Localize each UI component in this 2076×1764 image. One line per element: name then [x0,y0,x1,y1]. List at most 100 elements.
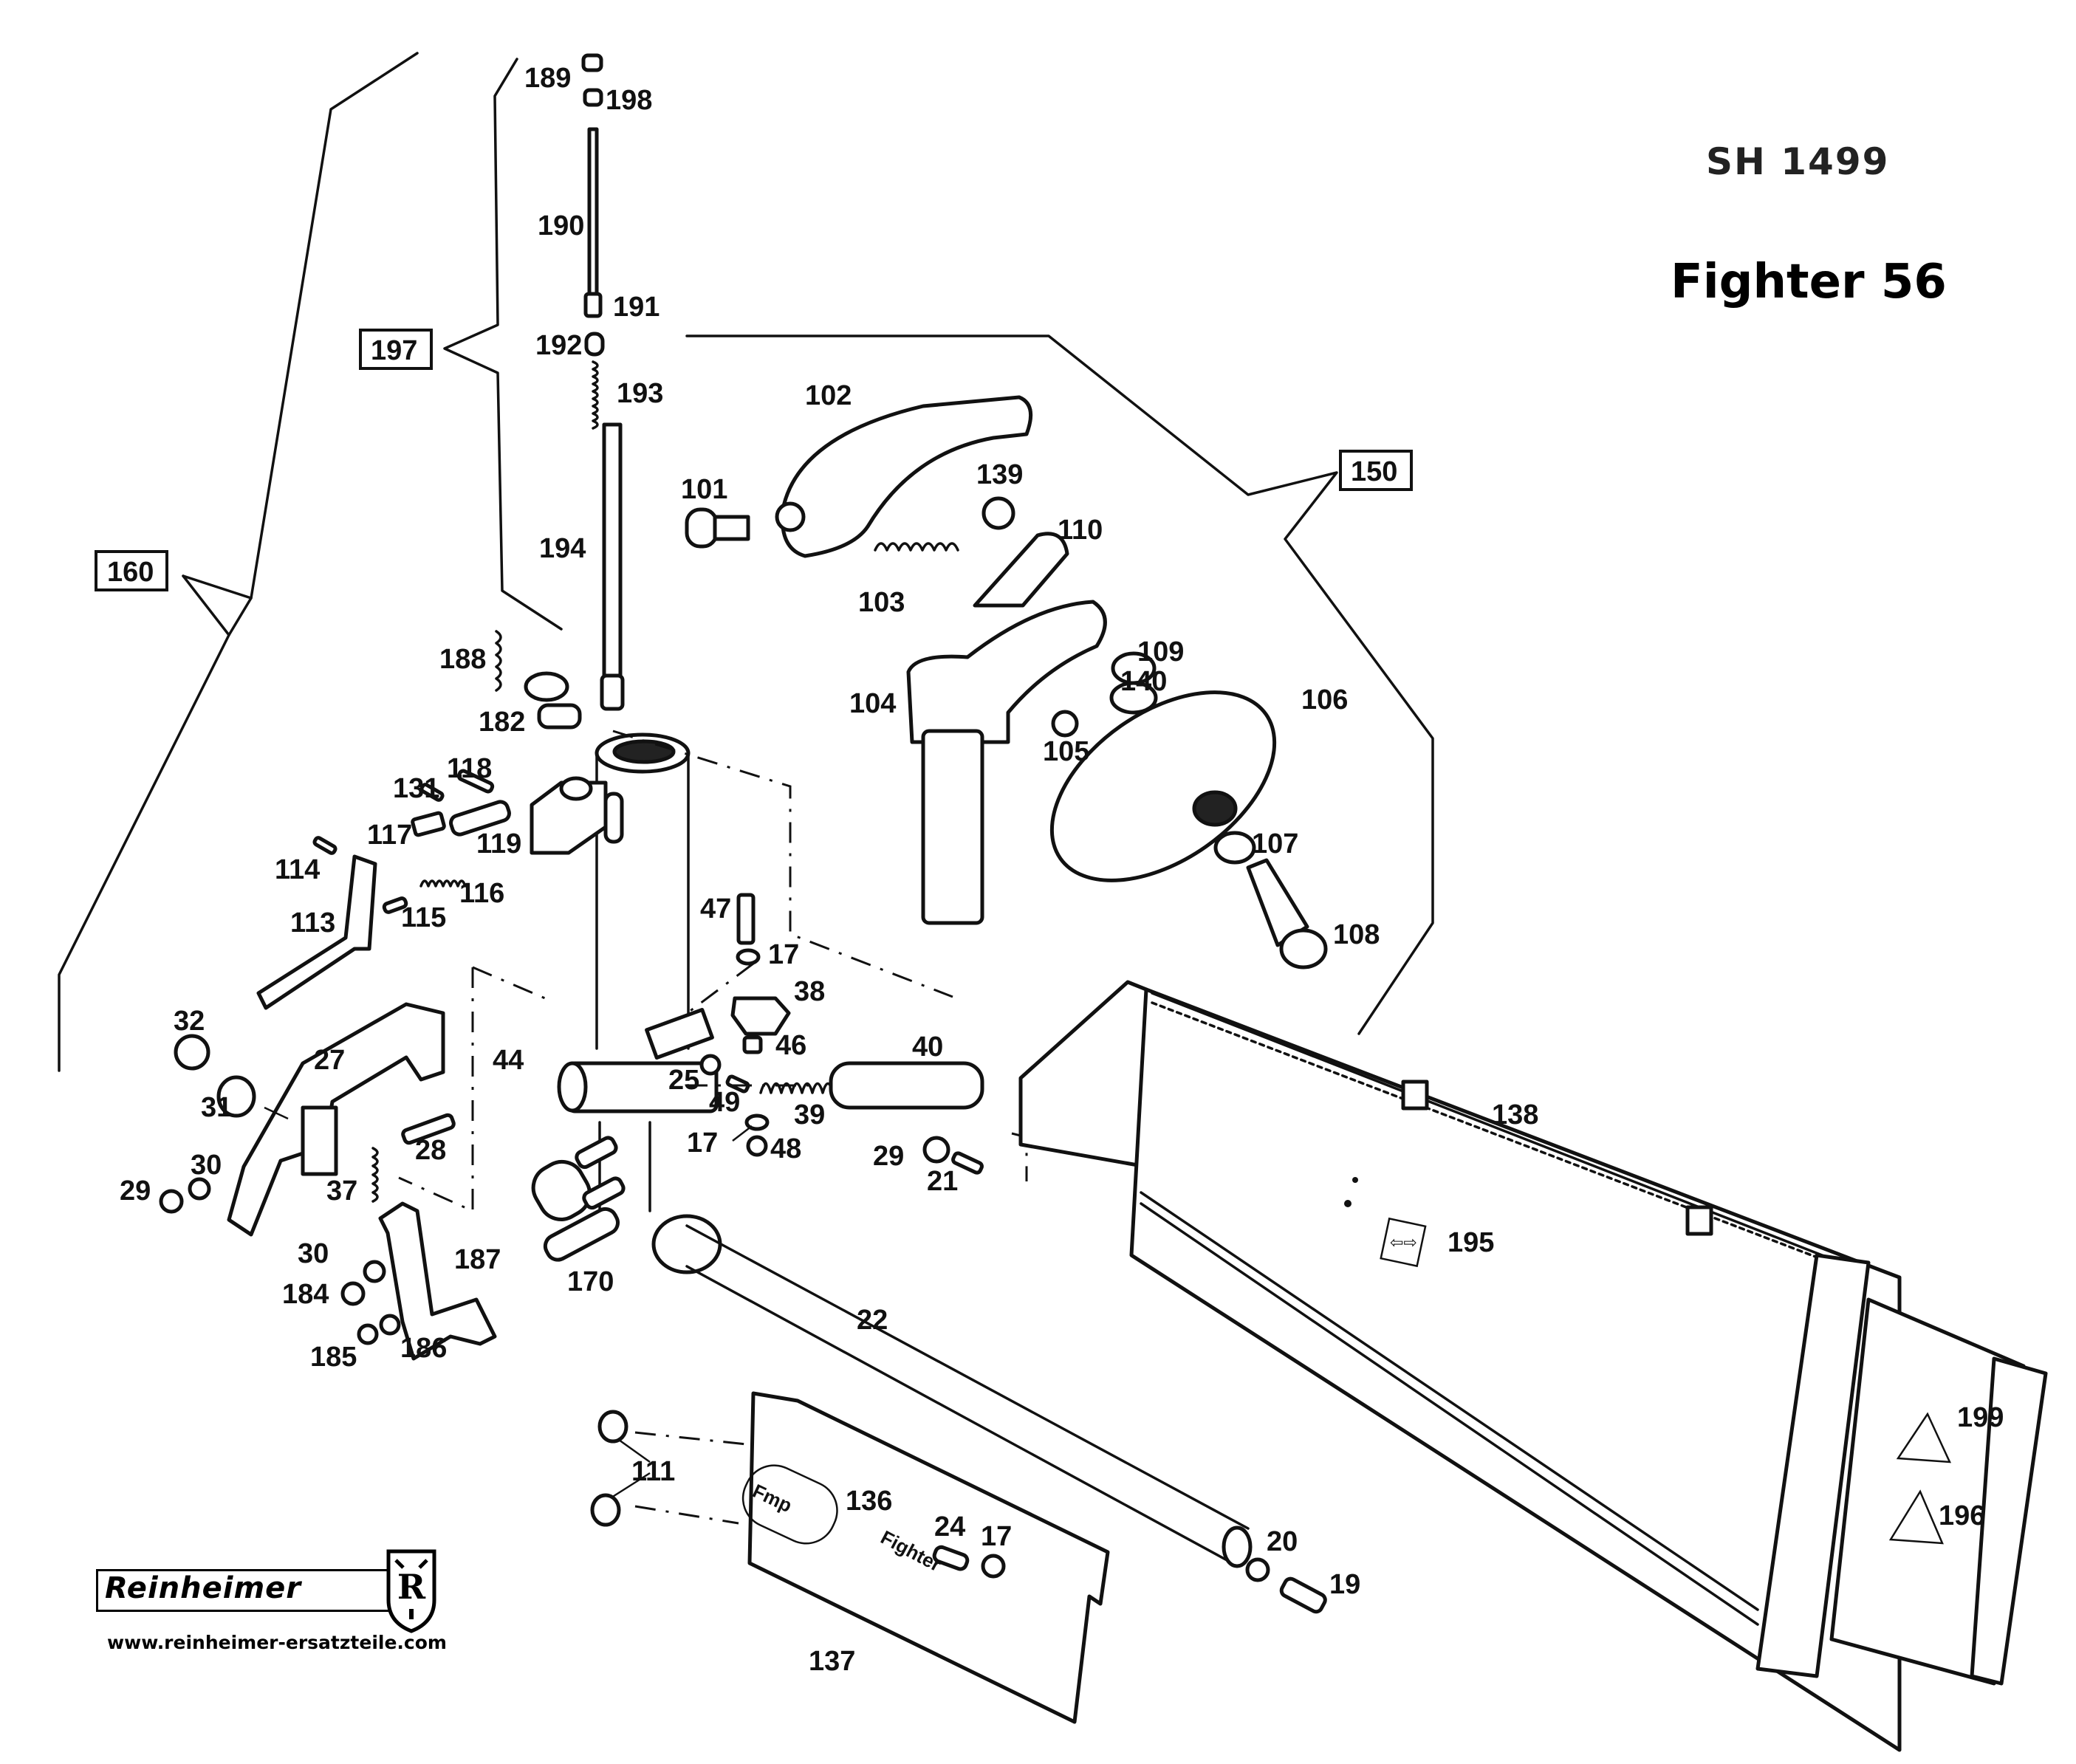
part-label[interactable]: 187 [454,1244,501,1275]
part-label[interactable]: 24 [934,1511,965,1542]
decal-195 [1380,1217,1427,1268]
part-label[interactable]: 195 [1448,1227,1494,1258]
part-label[interactable]: 27 [314,1045,345,1076]
part-label[interactable]: 194 [539,533,586,564]
washer-17c [981,1554,1006,1579]
part-label[interactable]: 198 [606,85,652,116]
part-label[interactable]: 46 [775,1030,806,1061]
part-label[interactable]: 119 [476,828,521,859]
bracket-187-group [340,1201,497,1361]
part-label[interactable]: 39 [794,1099,825,1130]
bushing-140 [1109,681,1158,715]
logo-company-name: Reinheimer [105,1571,301,1605]
part-label[interactable]: 192 [535,330,582,361]
part-label[interactable]: 101 [681,474,727,505]
part-label[interactable]: 139 [976,459,1023,490]
part-label[interactable]: 40 [912,1032,943,1063]
part-label[interactable]: 191 [613,292,660,323]
pin-115 [382,896,408,914]
arm-27-group [159,1002,456,1237]
screw-21 [951,1151,984,1175]
part-label[interactable]: 37 [326,1176,357,1207]
part-label[interactable]: 30 [298,1238,329,1269]
part-label[interactable]: 118 [447,753,492,784]
model-title: Fighter 56 [1671,255,1947,309]
part-label[interactable]: 199 [1957,1402,2004,1433]
svg-text:160: 160 [107,557,154,588]
spring-188 [495,630,502,692]
part-label[interactable]: 32 [174,1006,205,1037]
website-link[interactable]: www.reinheimer-ersatzteile.com [107,1632,447,1653]
part-label[interactable]: 109 [1137,636,1184,667]
part-label[interactable]: 29 [873,1141,904,1172]
part-label[interactable]: 21 [927,1166,958,1197]
part-label[interactable]: 116 [459,878,504,909]
part-label[interactable]: 182 [479,707,525,738]
part-label[interactable]: 17 [687,1128,718,1159]
part-label[interactable]: 137 [809,1646,855,1677]
part-label[interactable]: 196 [1939,1500,1985,1531]
frame-left-plate [1018,980,1148,1169]
group-label-197[interactable]: 197 [359,329,433,370]
cap-nut-189 [581,53,603,72]
cover-137-group: Fmp Fighter [590,1391,1327,1724]
part-label[interactable]: 17 [981,1521,1012,1552]
nut-191 [583,292,603,318]
part-label[interactable]: 189 [524,63,571,94]
part-label[interactable]: 30 [191,1150,222,1181]
svg-text:⇦⇨: ⇦⇨ [1390,1233,1417,1252]
part-label[interactable]: 48 [770,1133,801,1164]
clamp-b [1685,1205,1713,1236]
part-label[interactable]: 20 [1267,1526,1298,1557]
part-label[interactable]: 184 [282,1279,329,1310]
washer-30 [188,1177,211,1201]
arm-27 [227,1002,445,1237]
part-label[interactable]: 110 [1058,515,1103,546]
part-label[interactable]: 115 [401,902,446,933]
part-label[interactable]: 140 [1120,666,1167,697]
part-label[interactable]: 193 [617,378,663,409]
part-label[interactable]: 38 [794,976,825,1007]
part-label[interactable]: 188 [439,644,486,675]
part-label[interactable]: 29 [120,1176,151,1207]
part-label[interactable]: 186 [400,1333,447,1364]
group-label-160[interactable]: 160 [95,550,168,591]
part-label[interactable]: 102 [805,380,852,411]
part-label[interactable]: 136 [846,1486,892,1517]
part-label[interactable]: 117 [367,820,412,851]
part-label[interactable]: 25 [668,1065,699,1096]
part-label[interactable]: 17 [768,939,799,970]
group-label-150[interactable]: 150 [1339,450,1413,491]
part-label[interactable]: 108 [1333,919,1380,950]
nut-184 [340,1281,366,1306]
nut-139 [982,496,1015,530]
part-label[interactable]: 28 [415,1135,446,1166]
part-label[interactable]: 185 [310,1342,357,1373]
part-label[interactable]: 131 [393,773,439,804]
part-label[interactable]: 22 [857,1305,888,1336]
part-label[interactable]: 44 [493,1045,524,1076]
lever-113 [256,854,377,1010]
part-label[interactable]: 111 [631,1456,675,1487]
part-label[interactable]: 114 [275,854,320,885]
part-label[interactable]: 105 [1043,736,1089,767]
part-label[interactable]: 113 [290,907,335,938]
part-label[interactable]: 19 [1329,1569,1360,1600]
assembly-dash-lines [398,730,1028,1525]
part-label[interactable]: 190 [538,210,584,241]
part-label[interactable]: 103 [858,587,905,618]
part-label[interactable]: 104 [849,688,896,719]
plate-27 [301,1105,338,1176]
part-label[interactable]: 170 [567,1266,614,1297]
part-label[interactable]: 31 [201,1092,232,1123]
center-fasteners [645,893,984,1157]
part-label[interactable]: 49 [709,1087,740,1118]
washer-186 [379,1314,401,1336]
bolt-101 [685,507,719,549]
part-label[interactable]: 47 [700,893,731,924]
spring-37 [371,1147,379,1203]
part-label[interactable]: 106 [1301,684,1348,715]
part-label[interactable]: 138 [1492,1099,1538,1130]
spring-39 [759,1082,835,1094]
part-label[interactable]: 107 [1252,828,1298,859]
